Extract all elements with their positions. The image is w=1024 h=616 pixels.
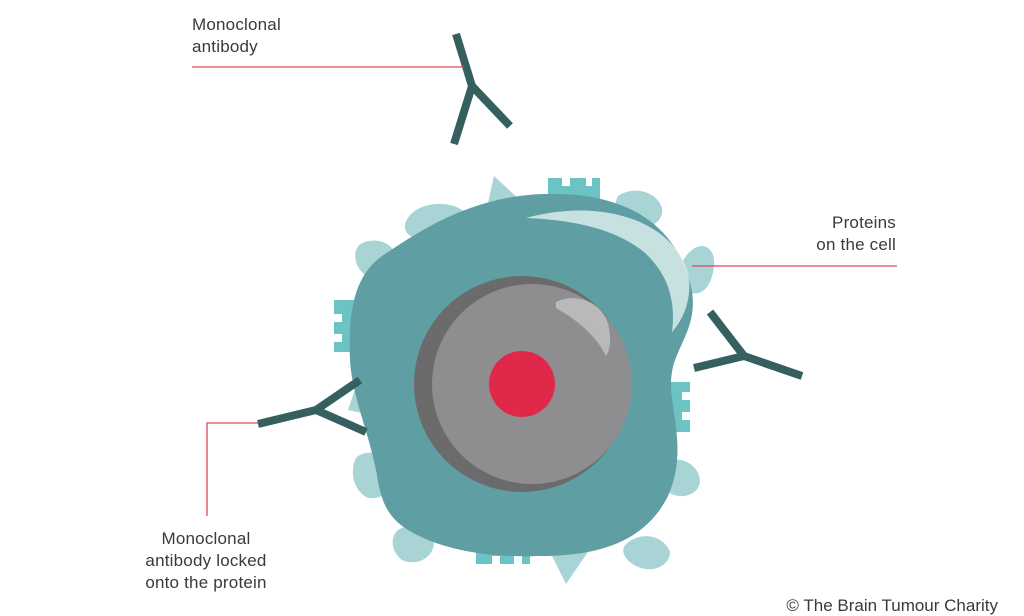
- label-monoclonal-antibody-line1: Monoclonal: [192, 15, 281, 34]
- label-monoclonal-antibody-line2: antibody: [192, 37, 258, 56]
- label-proteins-line1: Proteins: [832, 213, 896, 232]
- leader-lines: [192, 66, 897, 516]
- label-antibody-locked: Monoclonal antibody locked onto the prot…: [136, 528, 276, 594]
- nucleus-highlight: [556, 298, 611, 356]
- antibody-bound-left: [257, 376, 368, 436]
- leader-line-locked: [206, 422, 258, 516]
- antibodies: [257, 32, 804, 436]
- cell-highlight: [526, 210, 690, 332]
- protein-light-bottom-spike: [548, 546, 592, 584]
- antibody-bound-right: [693, 309, 804, 380]
- antibody-free: [450, 32, 513, 146]
- protein-light-bottom-right: [623, 536, 670, 570]
- label-locked-line3: onto the protein: [145, 573, 267, 592]
- copyright-notice: © The Brain Tumour Charity: [786, 596, 998, 615]
- nucleolus: [489, 351, 555, 417]
- nucleus: [414, 276, 632, 492]
- label-proteins-on-cell: Proteins on the cell: [816, 212, 896, 256]
- label-locked-line1: Monoclonal: [161, 529, 251, 548]
- label-monoclonal-antibody: Monoclonal antibody: [192, 14, 281, 58]
- label-locked-line2: antibody locked: [145, 551, 267, 570]
- label-proteins-line2: on the cell: [816, 235, 896, 254]
